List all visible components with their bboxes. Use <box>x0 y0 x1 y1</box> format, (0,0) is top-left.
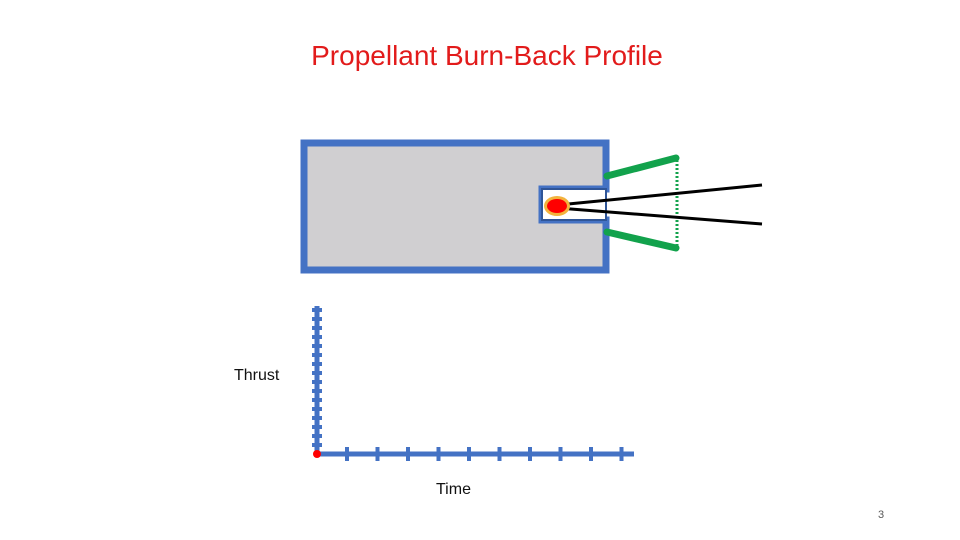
plume-upper-line <box>557 183 763 207</box>
nozzle-upper-wall <box>603 154 680 180</box>
rocket-motor <box>300 139 610 274</box>
nozzle <box>603 154 680 252</box>
origin-dot <box>313 450 321 458</box>
plume-lower-line <box>557 206 763 226</box>
exhaust-plume <box>557 183 763 226</box>
x-axis-ticks <box>345 447 624 461</box>
slide-number: 3 <box>878 509 885 521</box>
y-axis-ticks <box>312 308 322 447</box>
y-axis-label: Thrust <box>234 367 280 384</box>
nozzle-lower-wall <box>603 228 680 252</box>
flame-icon <box>544 196 570 216</box>
thrust-time-axes <box>312 306 634 461</box>
slide-title: Propellant Burn-Back Profile <box>311 40 663 71</box>
flame-core <box>547 199 567 213</box>
x-axis-label: Time <box>436 481 471 498</box>
